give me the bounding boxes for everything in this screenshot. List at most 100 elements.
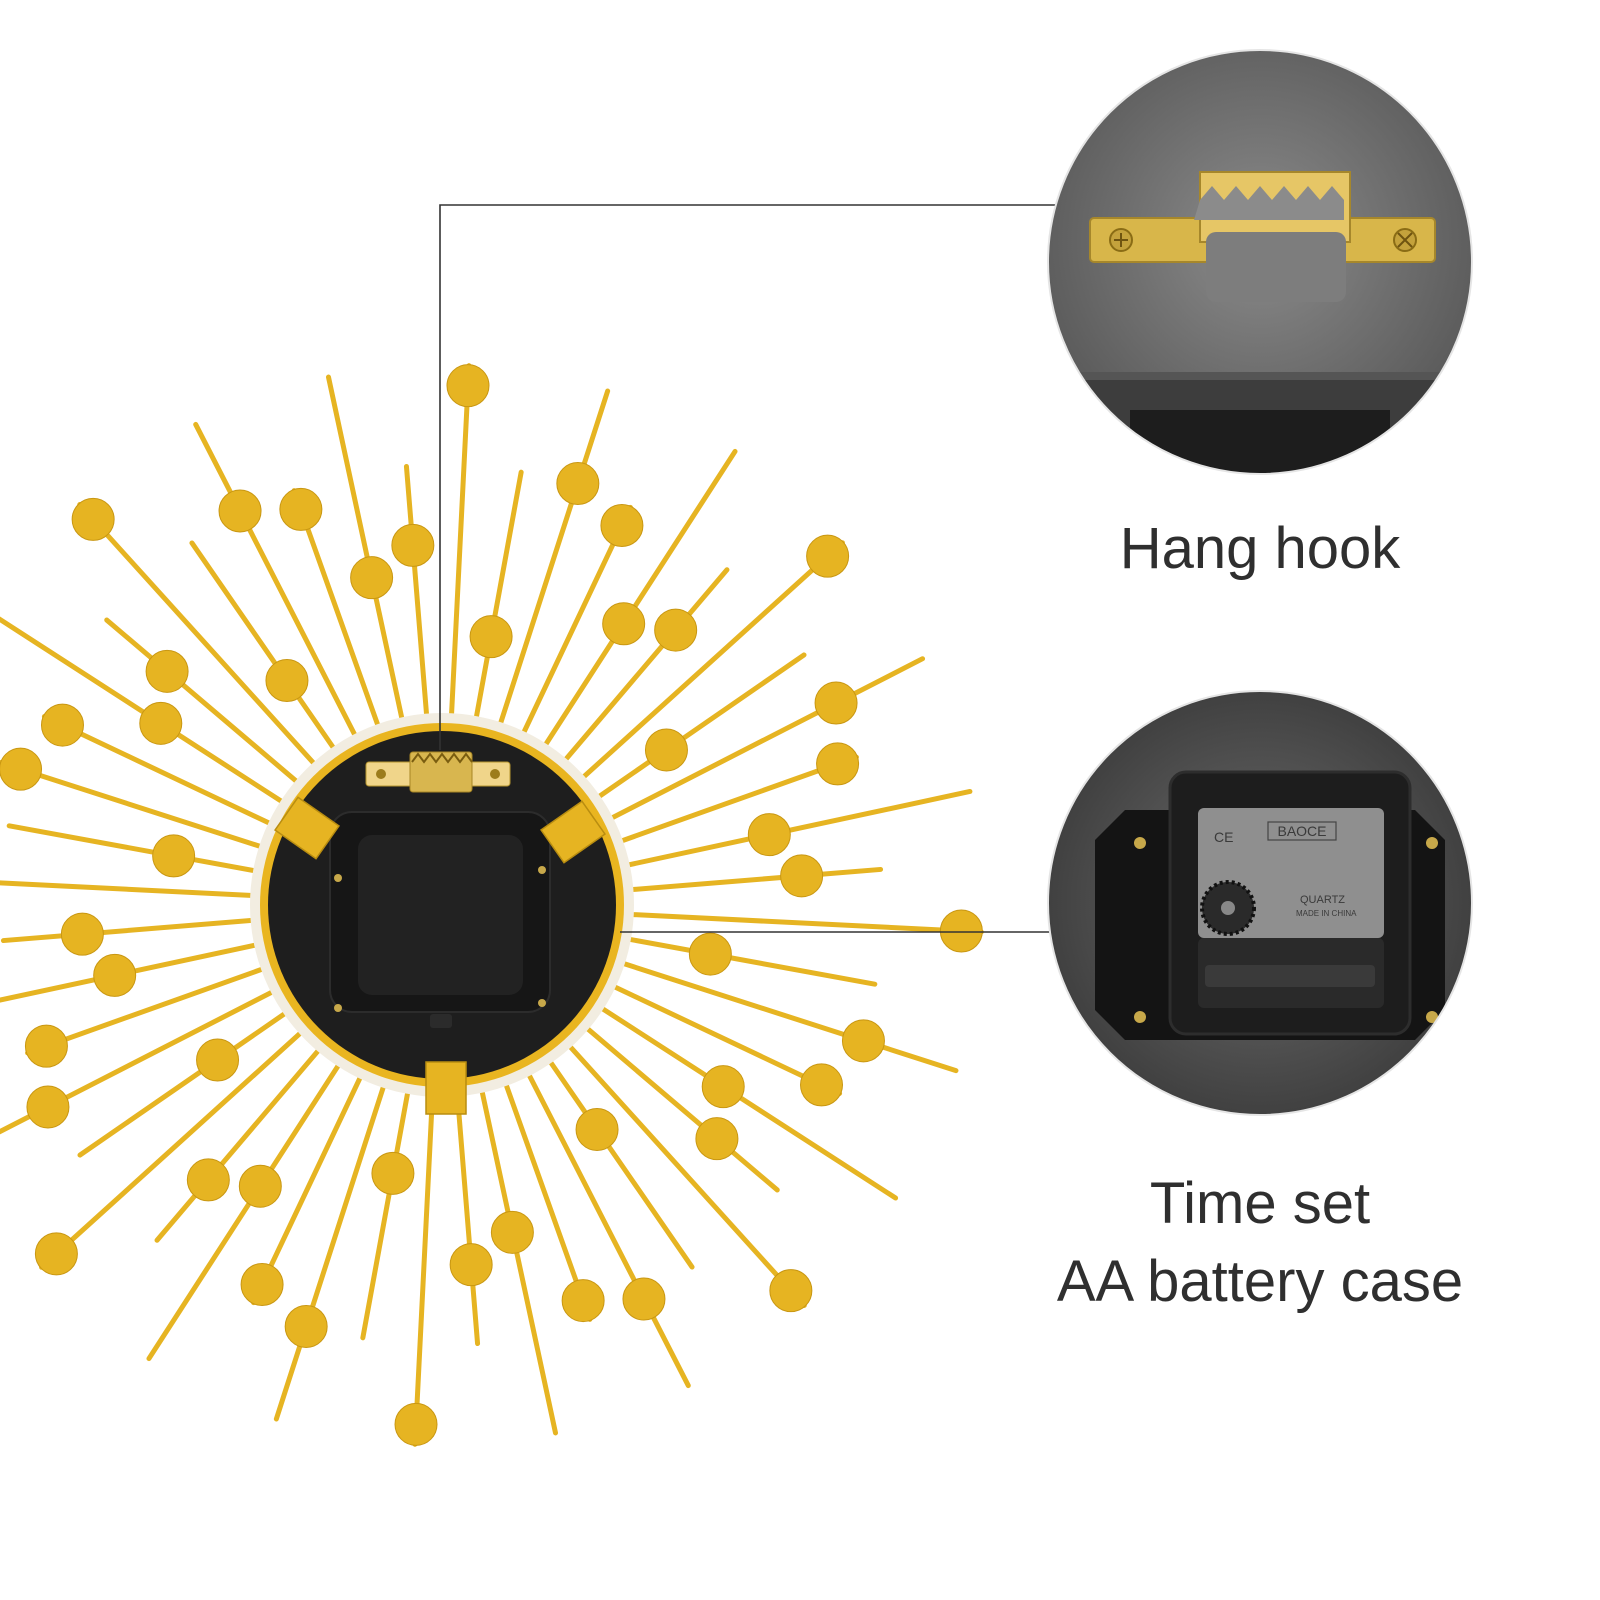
spoke-disc xyxy=(769,1269,813,1313)
spoke-disc xyxy=(24,1024,68,1068)
battery-case-detail-image xyxy=(1048,691,1472,1115)
spoke-disc xyxy=(391,523,435,567)
spoke xyxy=(534,448,738,761)
spoke-disc xyxy=(240,1263,284,1307)
spoke xyxy=(41,714,287,833)
movement-label: BAOCE CE QUARTZ MADE IN CHINA xyxy=(1214,821,1357,918)
spoke-disc xyxy=(644,728,688,772)
spoke xyxy=(586,997,899,1201)
spoke xyxy=(448,363,472,733)
spoke xyxy=(104,617,312,795)
spoke-disc xyxy=(218,489,262,533)
ce-mark: CE xyxy=(1214,829,1233,845)
spoke-disc xyxy=(350,556,394,600)
spoke-disc xyxy=(196,1038,240,1082)
spoke-disc xyxy=(152,834,196,878)
spoke-disc xyxy=(688,932,732,976)
spoke xyxy=(146,1049,350,1362)
spoke-disc xyxy=(40,703,84,747)
spoke-disc xyxy=(446,364,490,408)
origin-text: MADE IN CHINA xyxy=(1296,909,1357,918)
spoke xyxy=(556,1032,807,1308)
battery-case-label: Time set AA battery case xyxy=(1030,1165,1490,1321)
spoke-disc xyxy=(284,1304,328,1348)
spoke-disc xyxy=(780,854,824,898)
spoke-disc xyxy=(939,909,983,953)
spoke xyxy=(552,567,730,775)
battery-case-detail-border xyxy=(1047,690,1473,1116)
battery-label-line-2: AA battery case xyxy=(1056,1249,1464,1314)
spoke xyxy=(251,1060,370,1306)
spoke-disc xyxy=(0,747,43,791)
spoke-disc xyxy=(93,953,137,997)
movement-text: QUARTZ xyxy=(1300,894,1345,906)
spoke-disc xyxy=(747,813,791,857)
spoke xyxy=(291,488,386,743)
spoke xyxy=(604,754,859,849)
spoke-disc xyxy=(556,462,600,506)
spoke xyxy=(569,540,845,791)
spoke-disc xyxy=(145,649,189,693)
spoke-disc xyxy=(186,1158,230,1202)
spoke xyxy=(572,1015,780,1193)
spoke xyxy=(611,933,878,987)
spoke xyxy=(360,1074,414,1341)
spoke xyxy=(453,1076,481,1347)
spoke xyxy=(193,421,365,752)
spoke-disc xyxy=(600,503,644,547)
spoke-disc xyxy=(561,1279,605,1323)
spoke xyxy=(273,1069,391,1422)
spoke-disc xyxy=(371,1151,415,1195)
spoke-disc xyxy=(394,1402,438,1446)
spoke xyxy=(0,759,278,854)
spoke-disc xyxy=(814,681,858,725)
spoke xyxy=(6,823,273,877)
spoke xyxy=(493,388,611,741)
spoke-disc xyxy=(695,1117,739,1161)
spoke xyxy=(614,911,984,935)
spoke xyxy=(77,1001,301,1158)
spoke-disc xyxy=(60,912,104,956)
spoke-disc xyxy=(806,534,850,578)
spoke xyxy=(0,616,298,813)
spoke xyxy=(412,1077,436,1447)
spoke xyxy=(595,656,926,828)
spoke xyxy=(597,977,843,1096)
spoke-disc xyxy=(469,615,513,659)
spoke xyxy=(77,502,328,778)
clock-back xyxy=(250,713,634,1097)
spoke-disc xyxy=(816,742,860,786)
spoke-disc xyxy=(654,608,698,652)
spoke xyxy=(610,788,973,871)
spoke xyxy=(514,504,633,750)
spoke-disc xyxy=(71,497,115,541)
spoke-disc xyxy=(490,1210,534,1254)
brand-text: BAOCE xyxy=(1277,823,1326,839)
spoke-disc xyxy=(238,1164,282,1208)
spoke xyxy=(470,469,524,736)
spoke xyxy=(498,1067,593,1322)
spoke xyxy=(606,956,959,1074)
hang-hook-detail-border xyxy=(1047,49,1473,475)
spoke-disc xyxy=(800,1063,844,1107)
clock-hang-hook xyxy=(365,751,511,793)
spoke xyxy=(154,1035,332,1243)
spoke xyxy=(25,961,280,1056)
spoke xyxy=(403,463,431,734)
spoke-disc xyxy=(602,602,646,646)
spoke xyxy=(39,1019,315,1270)
sunburst-spokes xyxy=(0,363,984,1447)
spoke xyxy=(0,916,271,944)
spoke-disc xyxy=(841,1019,885,1063)
mounting-bracket xyxy=(274,796,606,1115)
leader-lines xyxy=(439,204,1085,933)
battery-label-line-1: Time set xyxy=(1149,1171,1371,1236)
spoke xyxy=(476,1073,559,1436)
spoke xyxy=(0,880,270,899)
spoke-disc xyxy=(449,1243,493,1287)
spoke xyxy=(0,939,274,1003)
spoke-disc xyxy=(26,1085,70,1129)
spoke xyxy=(538,1046,695,1270)
spoke xyxy=(325,374,408,737)
